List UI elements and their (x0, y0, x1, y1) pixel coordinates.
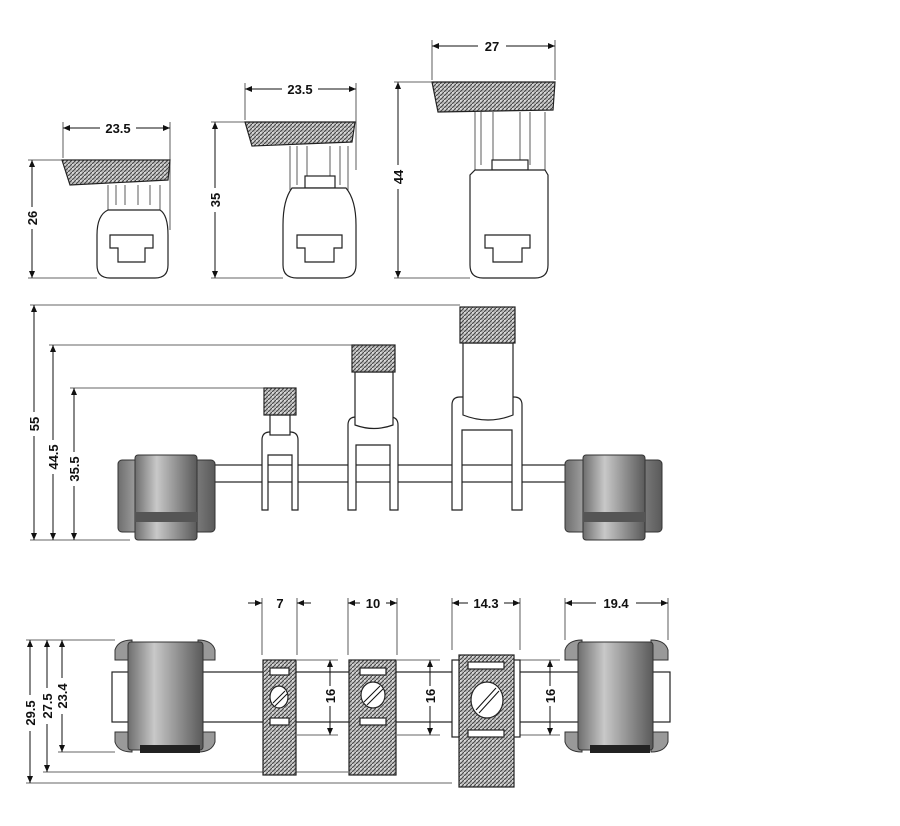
end-clamp-right (564, 639, 669, 753)
width-label: 23.5 (105, 121, 130, 136)
height-label: 44 (391, 169, 406, 184)
top-view-large: 27 44 (391, 39, 556, 279)
height-label-55: 55 (27, 417, 42, 431)
width-label-19-4: 19.4 (603, 596, 629, 611)
height-label: 26 (25, 211, 40, 225)
height-label-35-5: 35.5 (67, 456, 82, 481)
clip-large (451, 654, 521, 788)
width-label-14-3: 14.3 (473, 596, 498, 611)
height-label: 35 (208, 193, 223, 207)
height-label-27-5: 27.5 (40, 693, 55, 718)
end-clamp-left (114, 639, 216, 753)
width-label: 23.5 (287, 82, 312, 97)
side-view: 55 44.5 35.5 (27, 304, 663, 541)
top-view-small: 23.5 26 (25, 121, 171, 279)
end-clamp-left (117, 454, 216, 541)
bottom-view: 7 10 14.3 19.4 29.5 27.5 23.4 16 (23, 596, 671, 788)
height-label-23-4: 23.4 (55, 683, 70, 709)
spacing-label: 16 (323, 689, 338, 703)
height-label-44-5: 44.5 (46, 444, 61, 469)
width-label: 27 (485, 39, 499, 54)
end-clamp-right (564, 454, 663, 541)
width-label-10: 10 (366, 596, 380, 611)
clip-medium (348, 659, 397, 776)
width-label-7: 7 (276, 596, 283, 611)
top-view-medium: 23.5 35 (208, 82, 357, 279)
height-label-29-5: 29.5 (23, 700, 38, 725)
spacing-label: 16 (543, 689, 558, 703)
spacing-label: 16 (423, 689, 438, 703)
clip-small (262, 659, 297, 776)
